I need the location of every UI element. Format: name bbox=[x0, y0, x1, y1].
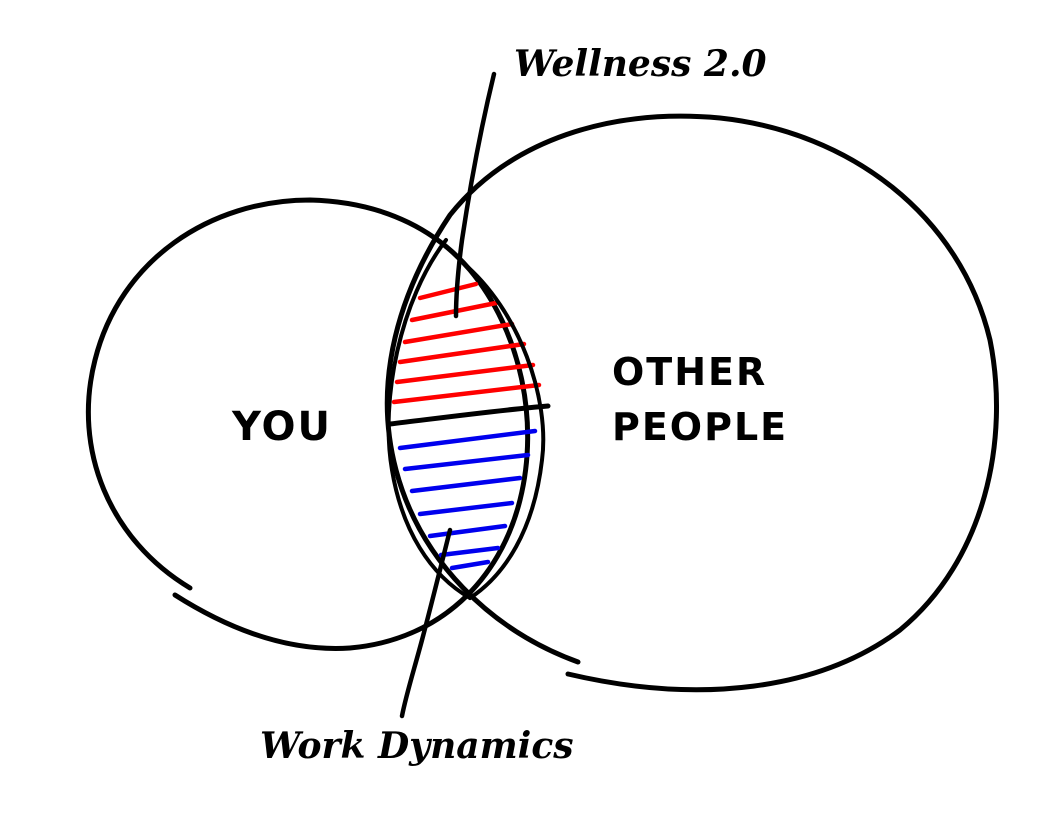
lower-hatch-line bbox=[409, 475, 523, 494]
lower-hatch-line bbox=[438, 545, 501, 558]
other-people-circle bbox=[384, 113, 1000, 693]
work-dynamics-label: Work Dynamics bbox=[260, 725, 574, 767]
lower-hatch-line bbox=[427, 523, 508, 539]
people-label: PEOPLE bbox=[612, 405, 788, 449]
upper-hatch-line bbox=[391, 382, 542, 405]
upper-hatch-line bbox=[397, 341, 527, 365]
upper-hatching bbox=[391, 281, 542, 405]
lower-hatch-line bbox=[449, 559, 491, 571]
upper-hatch-line bbox=[402, 321, 515, 345]
upper-hatch-line bbox=[394, 362, 536, 385]
wellness-label: Wellness 2.0 bbox=[514, 43, 767, 85]
wellness-callout-line bbox=[453, 71, 497, 319]
overlap-divider bbox=[387, 403, 551, 427]
lower-hatch-line bbox=[397, 428, 538, 451]
lower-hatch-line bbox=[417, 500, 515, 517]
lower-hatching bbox=[397, 428, 538, 571]
overlap-left-edge bbox=[386, 238, 472, 600]
work-dynamics-callout-line bbox=[399, 527, 453, 719]
upper-hatch-line bbox=[417, 281, 479, 301]
lower-hatch-line bbox=[402, 452, 531, 472]
you-label: YOU bbox=[231, 404, 332, 450]
other-label: OTHER bbox=[612, 350, 767, 394]
overlap-right-edge bbox=[460, 260, 546, 600]
